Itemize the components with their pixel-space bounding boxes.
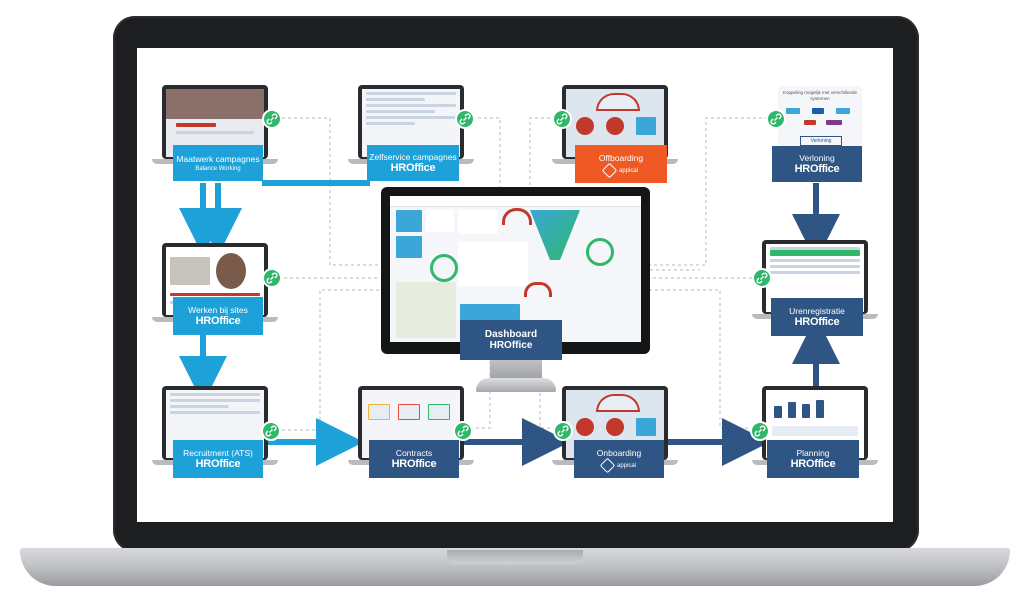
- label-offboarding-title: Offboarding: [598, 152, 644, 163]
- hroffice-logo: HROffice: [794, 316, 840, 328]
- link-icon: [455, 109, 475, 129]
- hroffice-logo: HROffice: [195, 315, 241, 327]
- appical-logo: appical: [616, 462, 636, 469]
- appical-hex-icon: [601, 162, 618, 178]
- hroffice-logo: HROffice: [390, 162, 436, 174]
- label-recruitment: Recruitment (ATS) HROffice: [173, 440, 263, 478]
- hroffice-logo: HROffice: [790, 458, 836, 470]
- label-urenregistratie-title: Urenregistratie: [789, 306, 845, 316]
- label-onboarding: Onboarding appical: [574, 440, 664, 478]
- laptop-notch: [447, 550, 583, 564]
- label-werken-title: Werken bij sites: [188, 305, 248, 315]
- label-planning-title: Planning: [796, 448, 830, 458]
- link-icon: [750, 421, 770, 441]
- hroffice-logo: HROffice: [391, 458, 437, 470]
- link-icon: [262, 268, 282, 288]
- verloning-tag: Verloning: [800, 136, 842, 146]
- link-icon: [261, 421, 281, 441]
- label-onboarding-title: Onboarding: [596, 447, 642, 458]
- appical-hex-icon: [599, 457, 616, 473]
- link-icon: [453, 421, 473, 441]
- label-contracts: Contracts HROffice: [369, 440, 459, 478]
- label-werken: Werken bij sites HROffice: [173, 297, 263, 335]
- label-zelfservice-title: Zelfservice campagnes: [369, 152, 457, 162]
- dashboard-screen: [390, 196, 641, 342]
- label-dashboard-title: Dashboard: [484, 329, 538, 340]
- label-verloning: Verloning HROffice: [772, 146, 862, 182]
- link-icon: [553, 421, 573, 441]
- label-maatwerk-sub: Balance Working: [195, 166, 241, 172]
- monitor-stand: [476, 378, 556, 392]
- dashboard-monitor: [381, 187, 650, 354]
- link-icon: [766, 109, 786, 129]
- card-verloning: Koppeling mogelijk met verschillende sys…: [778, 86, 862, 146]
- label-urenregistratie: Urenregistratie HROffice: [771, 298, 863, 336]
- hroffice-logo: HROffice: [794, 163, 840, 175]
- label-offboarding: Offboarding appical: [575, 145, 667, 183]
- label-zelfservice: Zelfservice campagnes HROffice: [367, 145, 459, 181]
- appical-logo: appical: [618, 167, 638, 174]
- label-recruitment-title: Recruitment (ATS): [183, 448, 253, 458]
- link-icon: [262, 109, 282, 129]
- hroffice-logo: HROffice: [195, 458, 241, 470]
- hroffice-logo: HROffice: [489, 340, 533, 351]
- label-planning: Planning HROffice: [767, 440, 859, 478]
- label-maatwerk-title: Maatwerk campagnes: [176, 154, 260, 164]
- link-icon: [552, 109, 572, 129]
- label-verloning-title: Verloning: [799, 153, 835, 163]
- label-maatwerk: Maatwerk campagnes Balance Working: [173, 145, 263, 181]
- label-dashboard: Dashboard HROffice: [460, 320, 562, 360]
- verloning-header: Koppeling mogelijk met verschillende sys…: [782, 90, 858, 101]
- link-icon: [752, 268, 772, 288]
- label-contracts-title: Contracts: [395, 448, 433, 458]
